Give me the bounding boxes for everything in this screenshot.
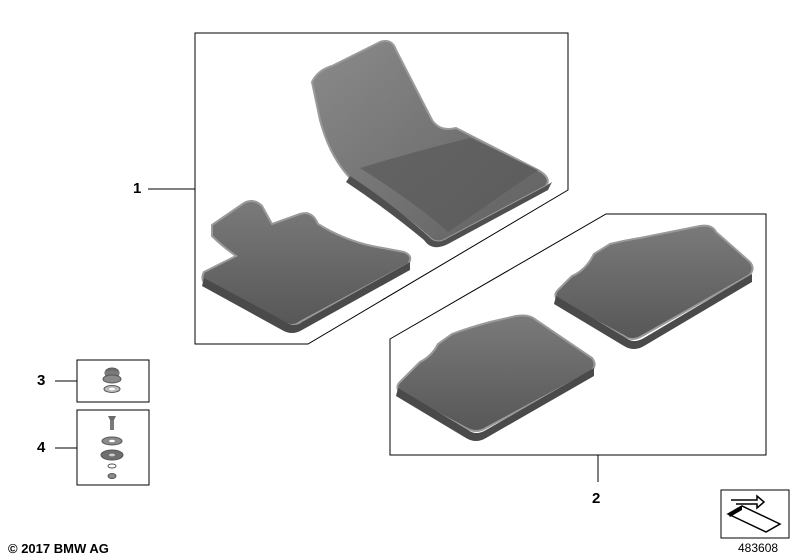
rear-mat-right[interactable] xyxy=(554,224,754,349)
callout-2: 2 xyxy=(592,490,601,507)
fastener-set[interactable] xyxy=(100,416,124,479)
front-mats-frame xyxy=(194,32,569,345)
callout-4: 4 xyxy=(37,439,46,456)
driver-mat[interactable] xyxy=(310,40,552,248)
rear-mat-left[interactable] xyxy=(396,314,596,442)
view-icon-frame xyxy=(720,489,790,539)
passenger-mat[interactable] xyxy=(201,200,412,333)
callout-3: 3 xyxy=(37,372,46,389)
fastener-nut[interactable] xyxy=(102,367,122,393)
diagram-number: 483608 xyxy=(738,541,779,555)
callout-1: 1 xyxy=(133,180,142,197)
mat-outline-icon xyxy=(726,494,782,533)
rear-mats-frame xyxy=(389,213,767,456)
copyright-text: © 2017 BMW AG xyxy=(8,541,109,556)
